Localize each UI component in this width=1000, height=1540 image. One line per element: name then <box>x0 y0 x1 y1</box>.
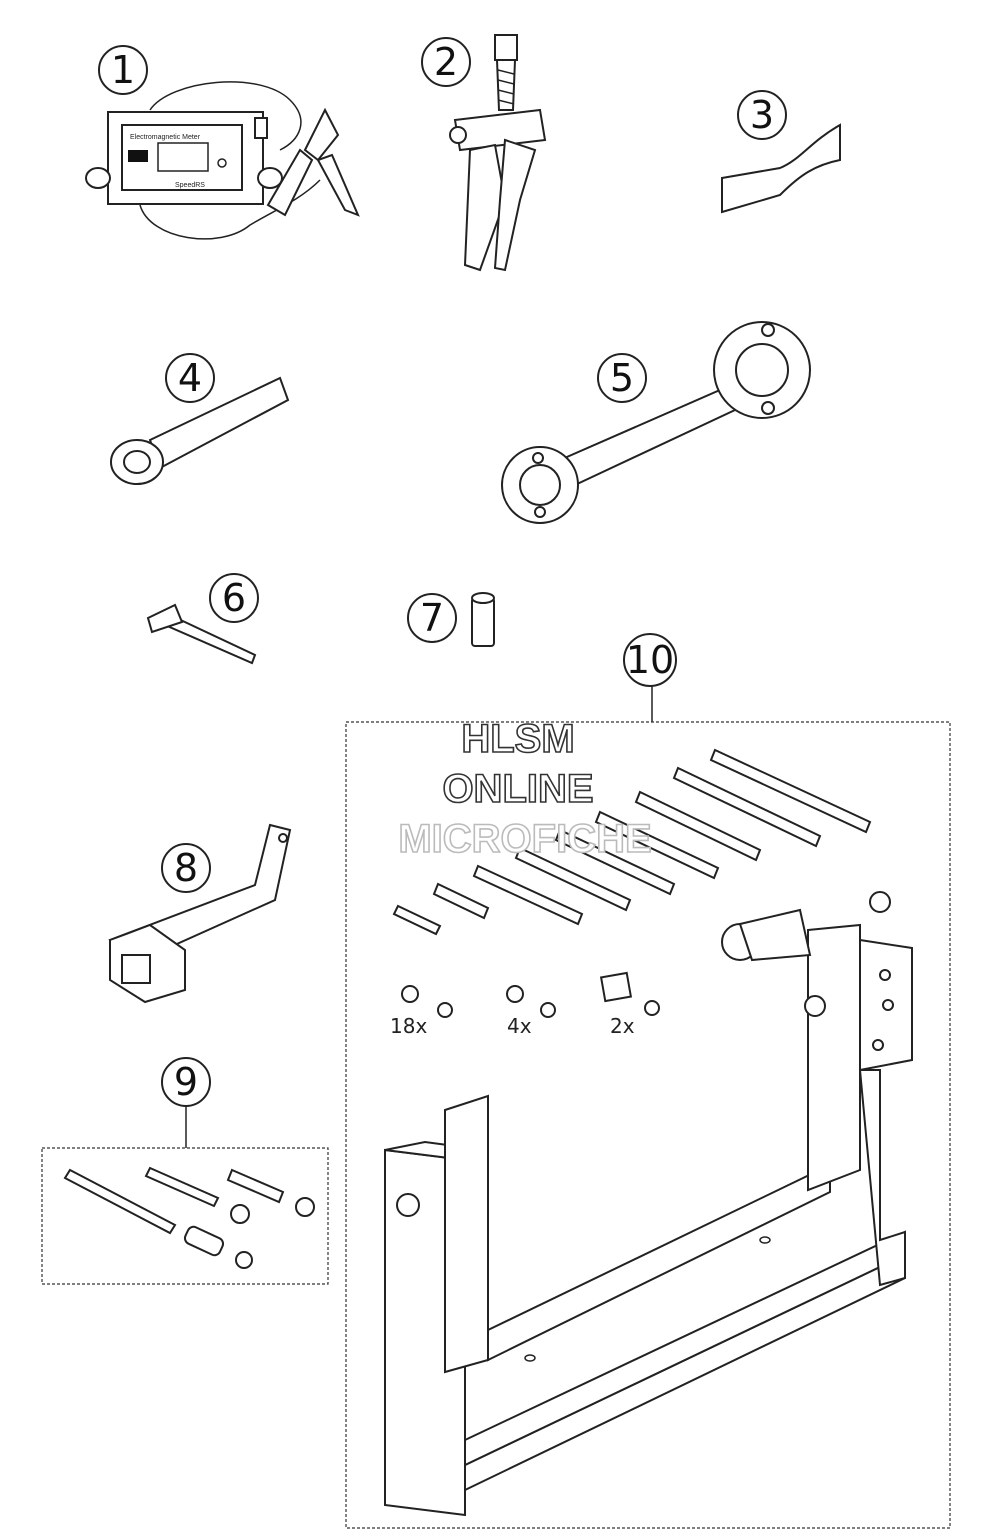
qty-4x: 4x <box>507 1014 532 1038</box>
svg-text:HLSM: HLSM <box>461 717 574 761</box>
qty-2x: 2x <box>610 1014 635 1038</box>
svg-text:7: 7 <box>420 596 444 640</box>
svg-text:4: 4 <box>178 356 202 400</box>
part-3-plate <box>721 123 841 214</box>
callout-10: 10 <box>623 633 677 687</box>
watermark: HLSM ONLINE MICROFICHE <box>398 716 653 862</box>
callout-4: 4 <box>165 353 215 403</box>
svg-text:6: 6 <box>222 576 246 620</box>
svg-text:10: 10 <box>626 638 674 682</box>
part-5-spanner <box>501 321 811 524</box>
svg-text:2: 2 <box>434 40 458 84</box>
callout-1: 1 <box>98 45 148 95</box>
part-8-bracket <box>108 823 292 1004</box>
svg-text:MICROFICHE: MICROFICHE <box>398 817 651 861</box>
part-6-hook-tool <box>146 603 257 665</box>
bolt-set <box>392 748 872 936</box>
device-brand: SpeedRS <box>175 182 205 189</box>
part-9-hardware-kit <box>41 1106 329 1285</box>
callout-2: 2 <box>421 37 471 87</box>
qty-18x: 18x <box>390 1014 427 1038</box>
callout-3: 3 <box>737 90 787 140</box>
part-4-wrench <box>110 376 290 485</box>
svg-text:1: 1 <box>111 48 135 92</box>
svg-text:8: 8 <box>174 846 198 890</box>
device-label: Electromagnetic Meter <box>130 134 201 141</box>
part-1-meter: Electromagnetic Meter SpeedRS <box>85 81 360 240</box>
nut-washer-set <box>401 971 660 1018</box>
svg-text:5: 5 <box>610 356 634 400</box>
part-10-work-stand: 18x 4x 2x <box>345 686 951 1529</box>
callout-6: 6 <box>209 573 259 623</box>
callout-5: 5 <box>597 353 647 403</box>
part-7-sleeve <box>471 592 495 647</box>
callout-9: 9 <box>161 1057 211 1107</box>
svg-text:9: 9 <box>174 1060 198 1104</box>
callout-8: 8 <box>161 843 211 893</box>
svg-text:ONLINE: ONLINE <box>442 767 593 811</box>
part-2-puller <box>449 34 547 272</box>
svg-text:3: 3 <box>750 93 774 137</box>
stand-frame <box>384 891 913 1517</box>
callout-7: 7 <box>407 593 457 643</box>
